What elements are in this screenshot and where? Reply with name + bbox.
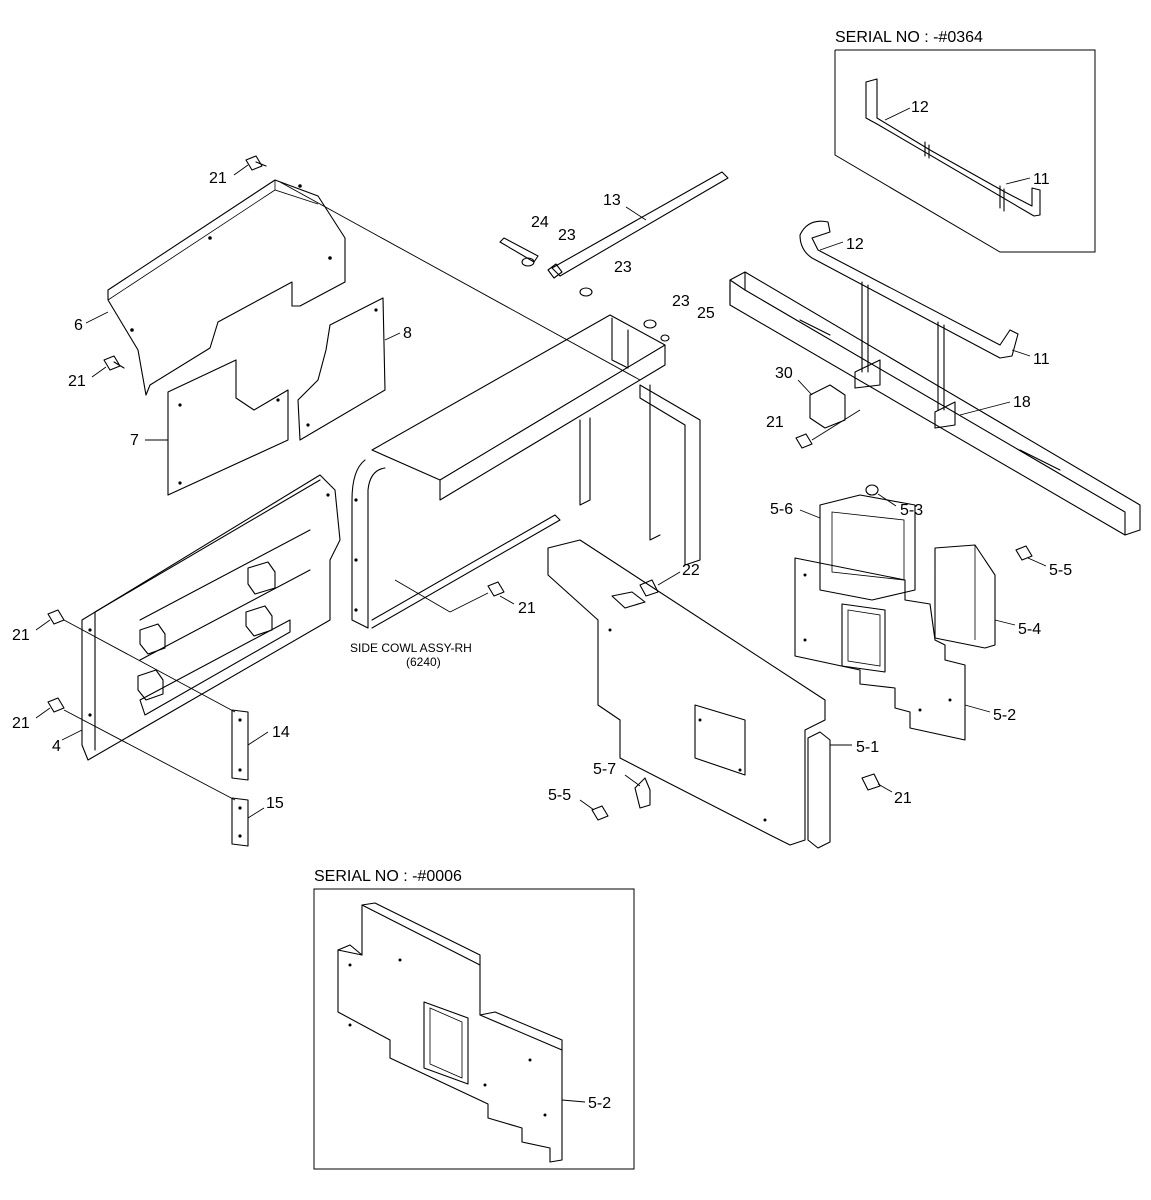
callout-18: 18: [1013, 394, 1031, 411]
callout-5-6: 5-6: [770, 501, 793, 518]
callout-11: 11: [1033, 351, 1050, 368]
inset-frame-bottom: [313, 888, 635, 1170]
callout-11-inset: 11: [1033, 171, 1050, 188]
bracket-panel-lower: [547, 539, 826, 846]
bolt-5-5-lower: 5-5: [548, 787, 609, 821]
pin-24-washers-23: 24 23 23 23 25: [499, 214, 715, 342]
callout-23-c: 23: [672, 293, 690, 310]
callout-5-4: 5-4: [1018, 621, 1041, 638]
bolt-21-left-upper: 21: [68, 355, 125, 390]
bolt-22: 22: [639, 562, 700, 597]
side-cowl-frame: SIDE COWL ASSY-RH (6240): [350, 314, 701, 669]
callout-23-a: 23: [558, 227, 576, 244]
callout-21-top: 21: [209, 170, 227, 187]
callout-22: 22: [682, 562, 700, 579]
block-30: 30: [775, 365, 846, 429]
callout-5-7: 5-7: [593, 761, 616, 778]
pad-5-4: 5-4: [934, 544, 1041, 649]
assembly-line-6: [279, 181, 641, 381]
assembly-name: SIDE COWL ASSY-RH: [350, 641, 472, 655]
bolt-21-left-a: 21: [12, 609, 236, 713]
hinge-14: 14: [231, 709, 290, 781]
leader-12: [884, 107, 911, 121]
callout-5-5-lower: 5-5: [548, 787, 571, 804]
inset-serial-label-bottom: SERIAL NO : -#0006: [314, 868, 462, 885]
callout-6: 6: [74, 317, 83, 334]
insulation-pad-8: 8: [297, 297, 412, 441]
beam-18: 18: [729, 271, 1141, 536]
inset-serial-0364: SERIAL NO : -#0364 12 11: [834, 29, 1096, 253]
insulation-pad-7: 7: [130, 359, 289, 496]
callout-13: 13: [603, 192, 621, 209]
bracket-5-7: 5-7: [593, 761, 651, 809]
callout-5-3: 5-3: [900, 502, 923, 519]
callout-30: 30: [775, 365, 793, 382]
bolt-21-top: 21: [209, 155, 267, 187]
callout-4: 4: [52, 738, 61, 755]
assembly-number: (6240): [406, 655, 441, 669]
bolt-21-right-lower: 21: [861, 773, 912, 807]
plate-5-1: 5-1: [807, 731, 879, 849]
stay-13: 13: [547, 171, 729, 279]
callout-12: 12: [846, 236, 864, 253]
cover-panel-6: 6: [74, 179, 641, 396]
callout-7: 7: [130, 432, 139, 449]
callout-24: 24: [531, 214, 549, 231]
callout-21-right-lower: 21: [894, 790, 912, 807]
inset-serial-label: SERIAL NO : -#0364: [835, 29, 983, 46]
callout-14: 14: [272, 724, 290, 741]
grab-rail-12: 12 11: [799, 220, 1050, 411]
bolt-5-5-upper: 5-5: [1015, 545, 1072, 579]
bolt-21-left-b: 21: [12, 697, 236, 801]
callout-21-left-a: 21: [12, 627, 30, 644]
inset-serial-0006: SERIAL NO : -#0006 5-2: [313, 868, 635, 1170]
rail-tabs: [924, 141, 1005, 212]
bolt-21-center: 21: [487, 581, 536, 617]
callout-5-5-upper: 5-5: [1049, 562, 1072, 579]
bolt-21-right-upper: 21: [766, 409, 861, 449]
callout-21-center: 21: [518, 600, 536, 617]
leader-11: [1005, 177, 1031, 185]
callout-21-left-b: 21: [12, 715, 30, 732]
callout-12-inset: 12: [911, 99, 929, 116]
clip-5-3: 5-3: [865, 484, 923, 519]
seal-5-6: 5-6: [770, 494, 916, 601]
hinge-15: 15: [231, 795, 284, 847]
grab-rail-part: [865, 78, 1041, 217]
callout-21-left: 21: [68, 373, 86, 390]
callout-25: 25: [697, 305, 715, 322]
callout-5-2: 5-2: [993, 707, 1016, 724]
callout-23-b: 23: [614, 259, 632, 276]
sound-panel-5-2: 5-2: [794, 557, 1016, 741]
callout-8: 8: [403, 325, 412, 342]
callout-5-1: 5-1: [856, 739, 879, 756]
callout-15: 15: [266, 795, 284, 812]
panel-6-outline: [107, 179, 346, 396]
callout-21-right-upper: 21: [766, 414, 784, 431]
door-panel-4: 4: [52, 474, 341, 761]
callout-5-2-bottom: 5-2: [588, 1095, 611, 1112]
inset-frame: [834, 49, 1096, 253]
